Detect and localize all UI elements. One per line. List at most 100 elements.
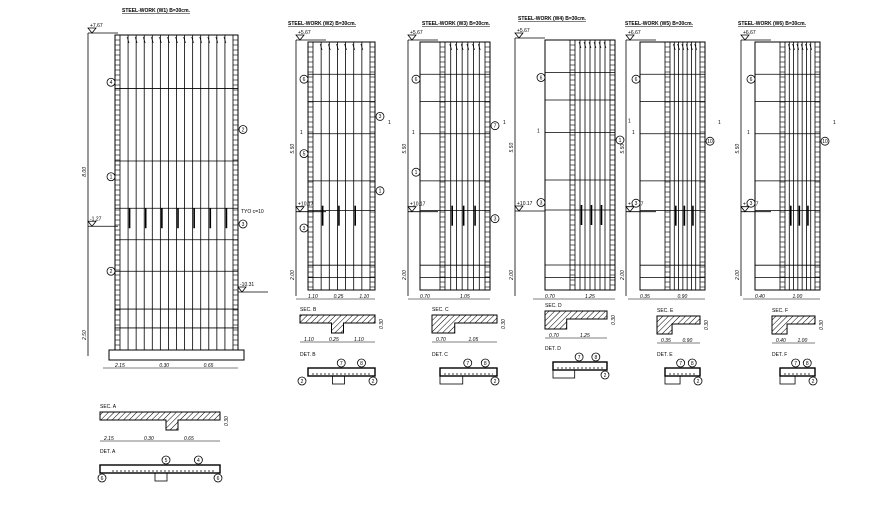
rebar-bubble: 4 [193,455,203,465]
width-dim-label: 1.10 [308,294,318,300]
width-dim-label: 1.05 [460,294,470,300]
rebar-bubble-number: 7 [578,355,581,361]
rebar-bubble: 3 [490,214,500,224]
wall-panel-4: STEEL-WORK (W4) B=30cm.5.502.00+5.67+10.… [509,16,631,380]
section-shape [656,315,701,335]
level-label: +7.67 [90,23,103,29]
section-mark-left: 1 [537,129,540,135]
rebar-bubble: 2 [693,376,703,386]
wall-outline [754,41,821,291]
level-label: +10.17 [517,201,533,207]
rebar-bubble-number: 3 [750,201,753,207]
bar-hook [788,43,791,51]
rebar-bubble-number: 3 [379,114,382,120]
level-label: +10.17 [298,202,314,208]
rebar-bubble: 10 [705,136,715,146]
rebar-bubble: 3 [631,198,641,208]
section-label: SEC. D [545,303,562,309]
rebar-bubble-number: 6 [635,77,638,83]
section-mark-right: 1 [718,120,721,126]
rebar-detail-label: DET. E [657,352,673,358]
wall-panel-6: STEEL-WORK (W6) B=30cm.5.502.00+6.67+10.… [735,21,836,386]
bar-hook [466,43,470,51]
bar-hook [142,36,146,44]
level-marker: +5.67 [407,30,438,41]
level-marker: +6.67 [625,30,656,41]
rebar-bubble-number: 6 [101,476,104,482]
rebar-bubble-number: 4 [197,458,200,464]
height-dim-label: 2.00 [509,270,515,281]
bar-hook [126,36,130,44]
level-marker: -10.31 [237,282,268,293]
rebar-bubble: 1 [411,167,421,177]
rebar-bubble-number: 5 [303,151,306,157]
level-marker: +6.67 [740,30,771,41]
level-marker: +10.17 [295,202,326,213]
section-label: SEC. C [432,307,449,313]
bar-hook [677,43,680,51]
level-marker: +7.67 [87,23,118,34]
bar-hook [603,41,607,49]
rebar-bubble-number: 6 [540,75,543,81]
width-dim-label: 0.35 [640,294,650,300]
width-dim-label: 2.15 [114,363,125,369]
bar-hook [681,43,685,51]
rebar-bubble: 2 [600,370,610,380]
section-shape [771,315,816,335]
width-dim-label: 1.00 [793,294,803,300]
rebar-bubble-number: 8 [691,361,694,367]
rebar-bubble: 8 [802,358,812,368]
rebar-bubble-number: 7 [494,124,497,130]
section-dim-label: 0.35 [661,338,671,344]
bar-hook [805,43,808,51]
wall-panel-5: STEEL-WORK (W5) B=30cm.5.502.00+6.67+10.… [620,21,721,386]
rebar-bubble-number: 3 [540,200,543,206]
rebar-bubble: 3 [375,112,385,121]
section-dim-label: 1.00 [798,338,808,344]
panel-title: STEEL-WORK (W4) B=30cm. [518,16,587,22]
section-mark-right: 1 [628,119,631,125]
rebar-detail-label: DET. F [772,352,787,358]
rebar-bubble-number: 8 [594,355,597,361]
rebar-bubble-number: 3 [635,201,638,207]
bar-hook [328,43,331,51]
section-shape [544,310,608,330]
rebar-bubble: 2 [368,376,378,386]
rebar-bubble-number: 1 [619,138,622,144]
level-marker: +10.17 [514,201,545,212]
rebar-bubble-number: 7 [340,361,343,367]
rebar-bubble: 7 [463,358,473,368]
rebar-bubble: 6 [631,74,641,84]
rebar-bubble: 3 [299,223,309,233]
rebar-bubble-number: 7 [679,361,682,367]
bar-hook [588,41,592,49]
rebar-detail-outline [439,367,498,377]
bar-hook [472,43,475,51]
rebar-bubble-number: 2 [301,379,304,385]
level-label: -10.31 [240,282,254,288]
rebar-bubble: 6 [299,74,309,84]
rebar-bubble: 2 [106,266,116,276]
rebar-bubble: 6 [213,473,223,483]
rebar-bubble-number: 6 [750,77,753,83]
height-dim-label: 2.00 [402,270,408,281]
bar-hook [685,43,689,51]
bar-hook [319,43,323,51]
bar-hook [598,41,602,49]
rebar-detail-outline [779,367,816,377]
bar-hook [159,36,162,44]
bar-hook [360,43,364,51]
height-dim-label: 8.00 [82,167,88,177]
rebar-bubble: 2 [297,376,307,386]
level-marker: -1.27 [87,216,118,227]
rebar-detail-outline [307,367,376,377]
bar-hook [207,36,211,44]
height-dim-label: 2.00 [735,270,741,281]
rebar-detail-label: DET. C [432,352,448,358]
section-shape [299,314,376,334]
rebar-bubble: 7 [490,121,500,131]
rebar-detail-web [154,472,168,482]
bar-hook [478,43,481,51]
rebar-bubble-number: 5 [165,458,168,464]
